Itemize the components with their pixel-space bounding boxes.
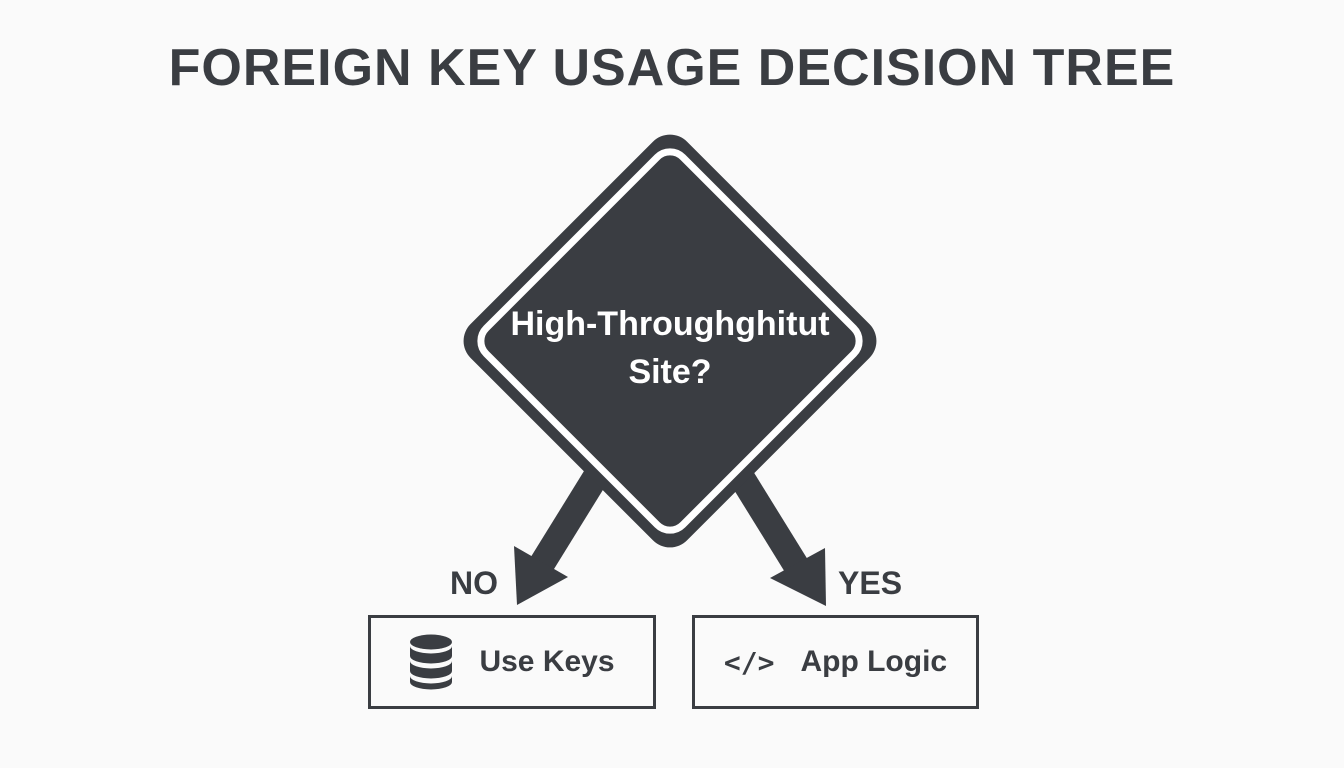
decision-question: High-Throughghitut Site? (470, 300, 870, 396)
no-branch-label: NO (450, 565, 498, 601)
yes-branch-label: YES (838, 565, 903, 601)
diagram-title: FOREIGN KEY USAGE DECISION TREE (168, 39, 1176, 97)
no-arrow (514, 471, 607, 605)
code-icon: </> (723, 645, 775, 679)
app-logic-outcome-box: </> App Logic (692, 615, 979, 709)
use-keys-outcome-box: Use Keys (368, 615, 656, 709)
decision-question-line-2: Site? (628, 353, 712, 391)
yes-arrow (730, 471, 826, 606)
database-icon (410, 634, 453, 690)
app-logic-label: App Logic (800, 645, 948, 678)
use-keys-label: Use Keys (479, 645, 615, 678)
decision-question-line-1: High-Throughghitut (510, 305, 830, 343)
decision-diamond (463, 134, 877, 548)
